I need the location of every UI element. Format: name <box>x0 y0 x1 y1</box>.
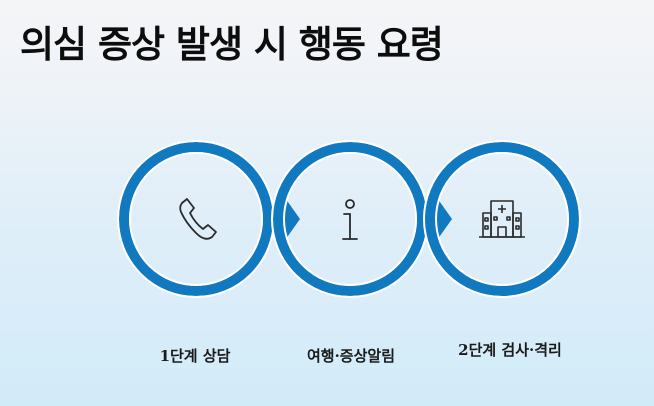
hospital-icon <box>479 200 525 238</box>
phone-icon <box>179 198 217 240</box>
step-circle-1 <box>117 140 275 298</box>
info-icon <box>342 199 358 240</box>
step-label-1: 1단계 상담 <box>159 347 231 365</box>
arrow-2-3 <box>435 195 452 243</box>
arrow-1-2 <box>283 195 300 243</box>
page-title: 의심 증상 발생 시 행동 요령 <box>20 23 444 66</box>
step-circle-3 <box>423 140 581 298</box>
step-label-2: 여행·증상알림 <box>306 347 396 365</box>
step-label-3: 2단계 검사·격리 <box>458 341 562 359</box>
